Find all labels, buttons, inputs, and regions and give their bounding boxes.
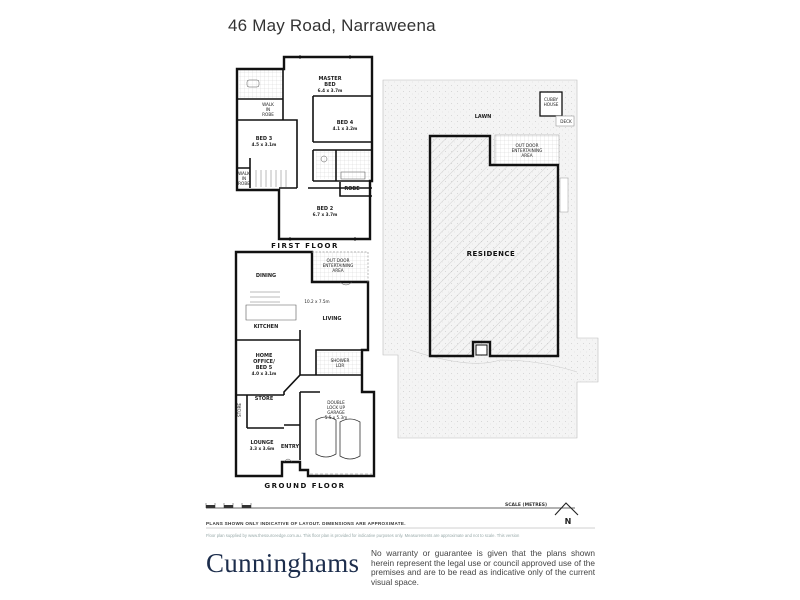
entry-label: ENTRY bbox=[281, 444, 300, 450]
living-label: LIVING bbox=[322, 316, 341, 322]
deck-label: DECK bbox=[560, 119, 572, 124]
store-label: STORE bbox=[255, 396, 274, 402]
svg-text:N: N bbox=[565, 517, 572, 526]
robe-label: ROBE bbox=[344, 186, 360, 192]
first-floor-label: FIRST FLOOR bbox=[271, 242, 339, 250]
fine-print: Floor plan supplied by www.thesourceedge… bbox=[206, 533, 520, 538]
north-arrow-icon: N bbox=[554, 502, 579, 526]
store-side-label: STORE bbox=[237, 403, 242, 417]
living-dims-label: 10.2 x 7.5m bbox=[304, 299, 329, 304]
ground-floor-plan bbox=[234, 250, 376, 478]
kitchen-label: KITCHEN bbox=[254, 324, 279, 330]
ground-floor-label: GROUND FLOOR bbox=[264, 482, 345, 490]
lawn-label: LAWN bbox=[475, 114, 492, 120]
first-floor-plan bbox=[235, 55, 374, 241]
scale-label: SCALE (METRES) bbox=[505, 502, 547, 508]
page-title: 46 May Road, Narraweena bbox=[228, 16, 436, 35]
plans-note: PLANS SHOWN ONLY INDICATIVE OF LAYOUT. D… bbox=[206, 521, 406, 526]
residence-label: RESIDENCE bbox=[467, 250, 516, 258]
brand-logo-text: Cunninghams bbox=[206, 548, 360, 578]
dining-label: DINING bbox=[256, 273, 276, 279]
disclaimer-text: No warranty or guarantee is given that t… bbox=[371, 548, 595, 587]
scale-bar bbox=[205, 503, 575, 509]
site-plan bbox=[382, 79, 599, 439]
